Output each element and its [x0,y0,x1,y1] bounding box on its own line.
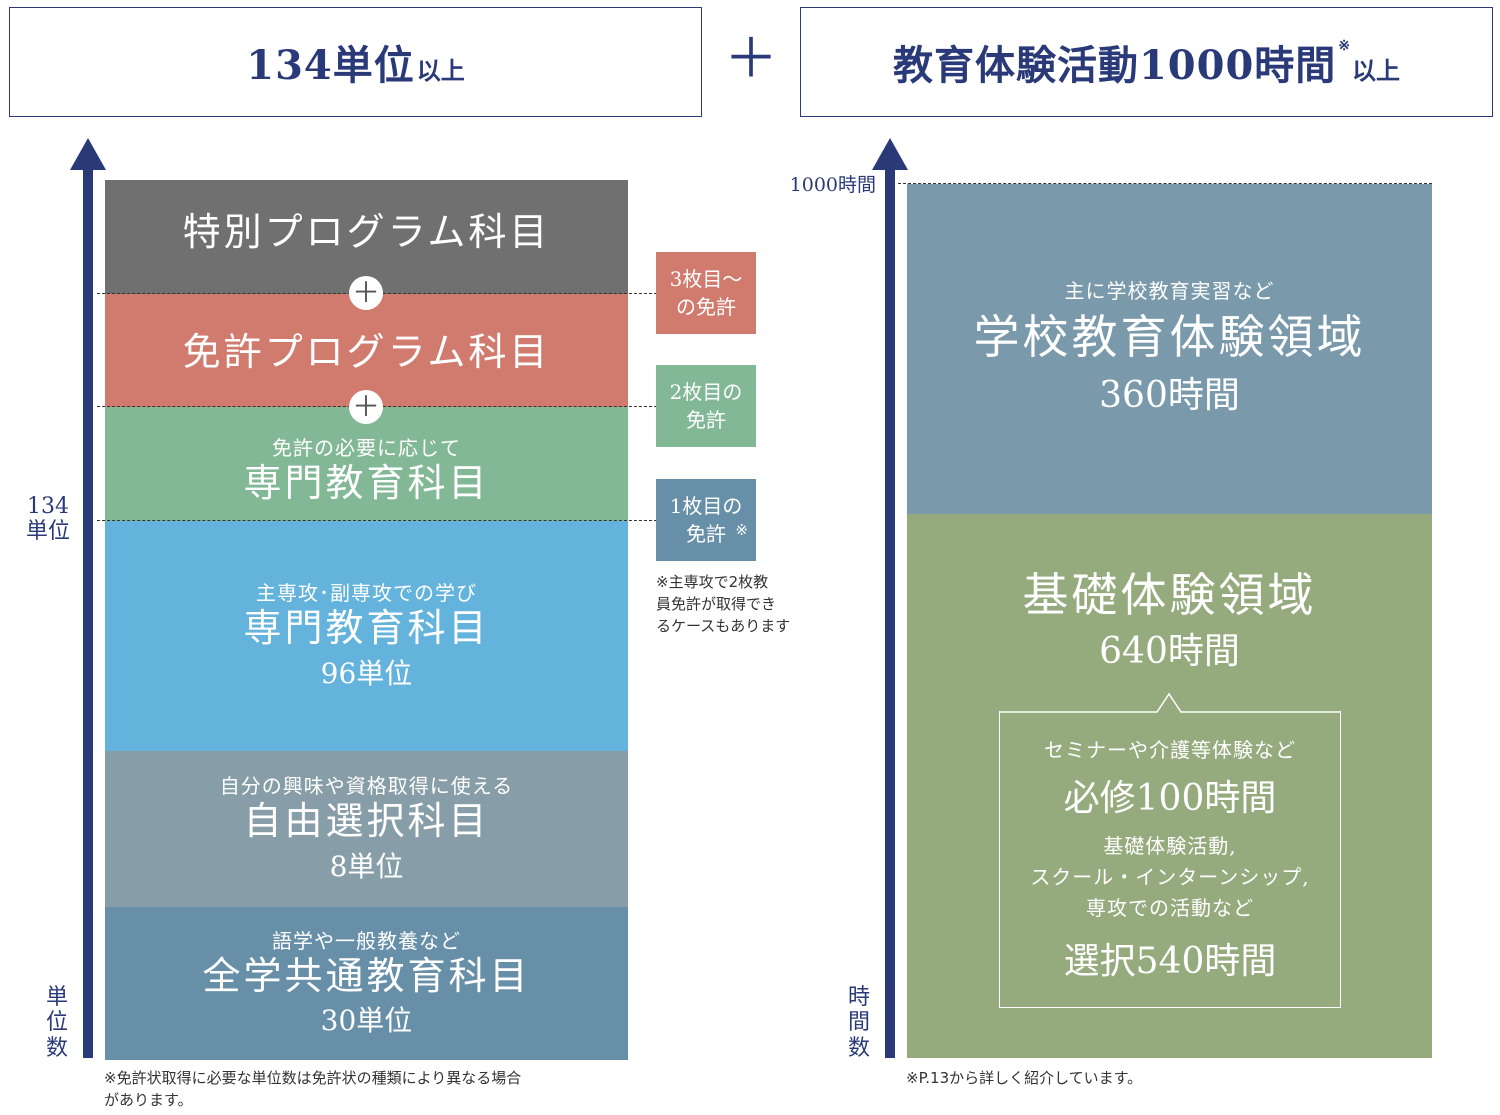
header-plus-sign: ＋ [724,27,778,90]
tag-note: ※主専攻で2枚教 員免許が取得でき るケースもあります [656,573,791,635]
elective-hours-title: 選択540時間 [1063,941,1277,982]
band-school-experience-sub: 主に学校教育実習など [1064,279,1275,303]
left-footnote: ※免許状取得に必要な単位数は免許状の種類により異なる場合 があります。 [104,1069,522,1109]
tag-first-license-text: 1枚目の 免許 [669,494,743,546]
band-general-education-title: 全学共通教育科目 [202,953,531,998]
band-school-experience-value: 360時間 [1099,375,1240,417]
left-axis-total-label: 134 単位 [25,494,70,545]
required-hours-sub: セミナーや介護等体験など [1044,738,1296,762]
band-specialized-license: 免許の必要に応じて 専門教育科目 [105,407,628,521]
right-axis-top-label: 1000時間 [789,174,876,196]
band-specialized-license-title: 専門教育科目 [243,461,490,506]
left-axis-unit-label: 単 位 数 [45,985,68,1061]
header-credits-box: 134単位以上 [9,7,702,117]
band-basic-experience-title: 基礎体験領域 [1022,568,1317,622]
band-free-elective: 自分の興味や資格取得に使える 自由選択科目 8単位 [105,751,628,907]
band-general-education-value: 30単位 [320,1004,413,1038]
band-school-experience-title: 学校教育体験領域 [973,310,1366,364]
left-axis-line [83,168,93,1058]
required-elective-callout: セミナーや介護等体験など 必修100時間 基礎体験活動, スクール・インターンシ… [999,711,1341,1008]
header-hours-box: 教育体験活動1000時間※以上 [800,7,1493,117]
band-school-experience: 主に学校教育実習など 学校教育体験領域 360時間 [907,184,1432,514]
left-axis-arrow-icon [70,138,106,170]
callout-pointer-icon [999,692,1341,713]
header-credits-suffix: 以上 [416,55,465,85]
right-axis-line [885,168,895,1058]
band-special-program-title: 特別プログラム科目 [182,210,551,255]
band-specialized-major: 主専攻･副専攻での学び 専門教育科目 96単位 [105,521,628,751]
band-basic-experience-value: 640時間 [1099,631,1240,673]
tag-first-license-mark: ※ [735,521,748,539]
right-axis-top-line [898,183,1432,184]
band-free-elective-title: 自由選択科目 [243,799,490,843]
header-hours-mark: ※ [1338,38,1351,54]
band-basic-experience: 基礎体験領域 640時間 [907,514,1432,1058]
header-hours-suffix: 以上 [1352,55,1401,85]
band-free-elective-value: 8単位 [329,849,404,883]
header-credits-text: 134単位 [246,42,415,89]
right-axis-arrow-icon [872,138,908,170]
band-general-education-sub: 語学や一般教養など [272,928,461,953]
plus-circle-icon: ＋ [349,276,383,310]
band-specialized-license-sub: 免許の必要に応じて [272,436,461,461]
right-footnote: ※P.13から詳しく紹介しています。 [906,1069,1143,1087]
tag-third-license: 3枚目〜 の免許 [656,252,756,334]
band-special-program: 特別プログラム科目 [105,180,628,294]
tag-first-license: 1枚目の 免許 ※ [656,479,756,561]
band-license-program-title: 免許プログラム科目 [182,329,551,374]
band-specialized-major-title: 専門教育科目 [243,606,490,650]
band-specialized-major-sub: 主専攻･副専攻での学び [256,581,477,605]
elective-hours-sub: 基礎体験活動, スクール・インターンシップ, 専攻での活動など [1030,834,1310,920]
band-free-elective-sub: 自分の興味や資格取得に使える [219,774,514,798]
separator-line-1st-license [97,520,657,521]
tag-second-license: 2枚目の 免許 [656,365,756,447]
right-axis-unit-label: 時 間 数 [847,985,870,1061]
required-hours-title: 必修100時間 [1063,778,1277,819]
band-license-program: 免許プログラム科目 [105,294,628,407]
band-specialized-major-value: 96単位 [320,656,413,690]
band-general-education: 語学や一般教養など 全学共通教育科目 30単位 [105,907,628,1060]
plus-circle-icon: ＋ [349,390,383,424]
header-hours-text: 教育体験活動1000時間 [892,42,1337,89]
